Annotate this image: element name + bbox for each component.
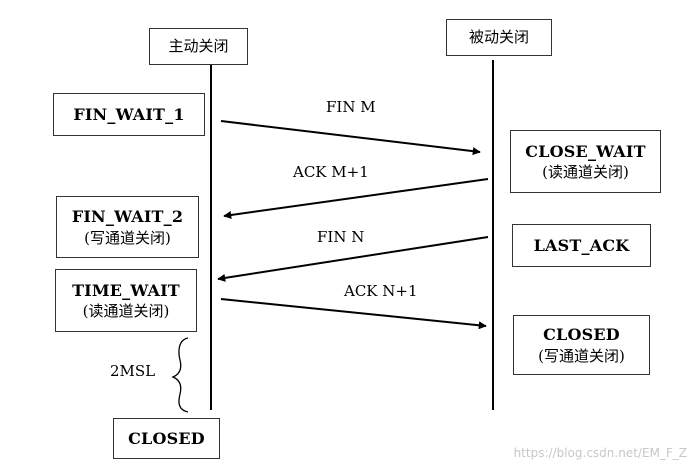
state-close-wait-note: (读通道关闭)	[542, 163, 629, 182]
state-fin-wait-1: FIN_WAIT_1	[53, 93, 205, 136]
watermark: https://blog.csdn.net/EM_F_Z	[513, 446, 687, 460]
passive-close-header: 被动关闭	[446, 19, 552, 56]
state-closed-active: CLOSED	[113, 418, 220, 459]
active-close-header: 主动关闭	[149, 28, 248, 65]
arrow-ack-n1	[220, 298, 487, 330]
state-time-wait: TIME_WAIT (读通道关闭)	[55, 269, 197, 332]
state-last-ack-label: LAST_ACK	[533, 235, 630, 255]
state-closed-passive-note: (写通道关闭)	[538, 346, 625, 365]
state-time-wait-label: TIME_WAIT	[72, 280, 180, 300]
state-fin-wait-2-label: FIN_WAIT_2	[71, 207, 184, 227]
state-closed-active-label: CLOSED	[128, 428, 205, 448]
message-ack-n1: ACK N+1	[344, 282, 418, 300]
state-close-wait-label: CLOSE_WAIT	[525, 141, 646, 161]
state-fin-wait-2-note: (写通道关闭)	[84, 228, 171, 247]
message-ack-m1: ACK M+1	[293, 163, 369, 181]
2msl-brace	[171, 337, 189, 413]
message-fin-n: FIN N	[317, 228, 365, 246]
arrow-ack-m1	[223, 178, 489, 219]
arrow-fin-n	[217, 236, 489, 282]
state-time-wait-note: (读通道关闭)	[82, 302, 170, 321]
timer-2msl-label: 2MSL	[110, 362, 156, 380]
message-fin-m: FIN M	[326, 98, 376, 116]
state-closed-passive: CLOSED (写通道关闭)	[513, 315, 650, 375]
active-close-label: 主动关闭	[168, 37, 229, 56]
state-fin-wait-1-label: FIN_WAIT_1	[73, 104, 185, 124]
state-close-wait: CLOSE_WAIT (读通道关闭)	[510, 130, 661, 193]
state-fin-wait-2: FIN_WAIT_2 (写通道关闭)	[56, 196, 199, 258]
state-closed-passive-label: CLOSED	[543, 325, 620, 345]
passive-close-label: 被动关闭	[468, 28, 529, 47]
arrow-fin-m	[220, 120, 481, 156]
state-last-ack: LAST_ACK	[512, 224, 651, 267]
